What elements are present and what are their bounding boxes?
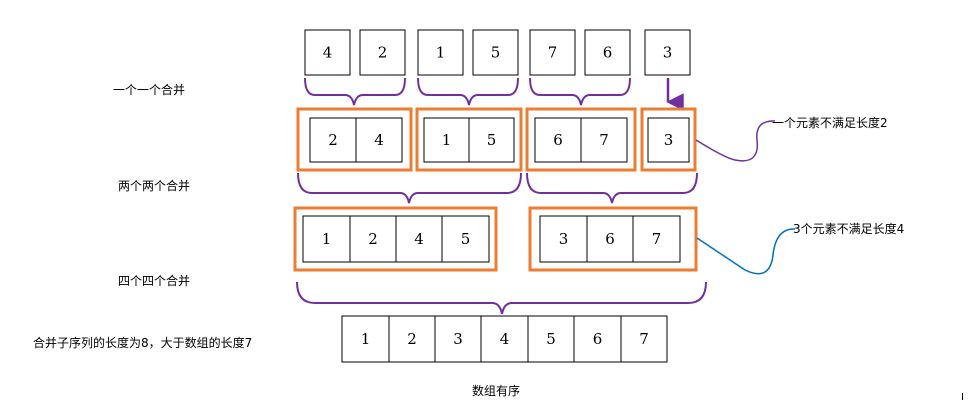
stage-label-two-by-two: 两个两个合并 (118, 178, 190, 193)
row3-cell-4 (527, 315, 575, 363)
row1-cell-0-1 (355, 117, 403, 163)
row0-cell-2 (417, 29, 464, 76)
row1-value-3-0: 3 (664, 131, 674, 149)
row3-cell-5 (573, 315, 622, 363)
row0-value-1: 2 (378, 44, 388, 62)
brace-0 (304, 77, 406, 106)
final-note-label: 合并子序列的长度为8，大于数组的长度7 (33, 335, 252, 350)
row2-cell-0-0 (302, 215, 351, 263)
row2-value-0-3: 5 (461, 230, 471, 248)
row3-value-6: 7 (639, 330, 649, 348)
row3-cell-1 (388, 315, 436, 363)
stage-label-four-by-four: 四个四个合并 (118, 273, 190, 288)
sorted-label: 数组有序 (472, 383, 520, 398)
row1-cell-3-0 (647, 117, 690, 163)
row-3: 1 2 3 4 5 6 7 (341, 315, 668, 363)
row0-cell-3 (472, 29, 519, 76)
row2-cell-0-1 (349, 215, 397, 263)
row1-group-0 (296, 107, 413, 172)
row0-cell-5 (584, 29, 631, 76)
row-1: 2 4 1 5 6 7 3 (296, 107, 697, 172)
row2-value-0-1: 2 (368, 230, 378, 248)
row2-value-0-0: 1 (322, 230, 332, 248)
row0-cell-6 (644, 29, 691, 76)
row3-value-0: 1 (361, 330, 371, 348)
row1-group-1 (415, 107, 523, 172)
row0-cell-4 (529, 29, 576, 76)
row0-value-6: 3 (663, 44, 673, 62)
brace-level2-1 (526, 172, 698, 204)
edge-tick (962, 393, 963, 400)
row3-value-2: 3 (453, 330, 463, 348)
stage-label-one-by-one: 一个一个合并 (113, 82, 185, 97)
row0-value-2: 1 (436, 44, 446, 62)
row3-value-4: 5 (546, 330, 556, 348)
note-one-connector (695, 120, 776, 162)
note-three-label: 3个元素不满足长度4 (793, 221, 904, 236)
row3-cell-2 (434, 315, 482, 363)
braces-level-1 (304, 77, 684, 111)
braces-level-2 (297, 172, 698, 204)
row2-cell-0-3 (441, 215, 490, 263)
row1-group-2 (525, 107, 637, 172)
row3-value-3: 4 (500, 330, 510, 348)
row2-cell-0-2 (395, 215, 443, 263)
row0-value-5: 6 (603, 44, 613, 62)
row1-cell-1-0 (423, 117, 470, 163)
row1-cell-2-1 (580, 117, 628, 163)
row0-value-0: 4 (323, 44, 333, 62)
row-0: 4 2 1 5 7 6 3 (304, 29, 691, 76)
row3-value-1: 2 (407, 330, 417, 348)
row1-value-2-0: 6 (553, 131, 563, 149)
row1-value-0-0: 2 (328, 131, 338, 149)
row2-cell-1-0 (539, 215, 588, 263)
row1-value-1-1: 5 (487, 131, 497, 149)
row0-value-4: 7 (548, 44, 558, 62)
row2-group-1 (528, 206, 698, 272)
note-three-connector (696, 228, 796, 275)
row3-cell-3 (480, 315, 529, 363)
row1-value-2-1: 7 (599, 131, 609, 149)
row3-cell-6 (620, 315, 668, 363)
row1-group-3 (640, 107, 697, 172)
brace-2 (529, 77, 631, 106)
row1-cell-1-1 (468, 117, 515, 163)
row2-cell-1-2 (632, 215, 681, 263)
row-2: 1 2 4 5 3 6 7 (293, 206, 698, 272)
row0-cell-0 (304, 29, 351, 76)
row2-group-0 (293, 206, 498, 272)
row3-value-5: 6 (593, 330, 603, 348)
row2-value-0-2: 4 (414, 230, 424, 248)
row2-value-1-2: 7 (652, 230, 662, 248)
brace-level2-0 (297, 172, 522, 204)
note-one-label: 一个元素不满足长度2 (772, 115, 888, 130)
brace-1 (417, 77, 519, 106)
row2-value-1-0: 3 (559, 230, 569, 248)
row0-value-3: 5 (491, 44, 501, 62)
row1-value-1-0: 1 (442, 131, 452, 149)
row2-value-1-1: 6 (605, 230, 615, 248)
brace-level3 (296, 281, 707, 315)
row1-cell-0-0 (309, 117, 357, 163)
row0-cell-1 (359, 29, 406, 76)
row3-cell-0 (341, 315, 390, 363)
row1-value-0-1: 4 (374, 131, 384, 149)
